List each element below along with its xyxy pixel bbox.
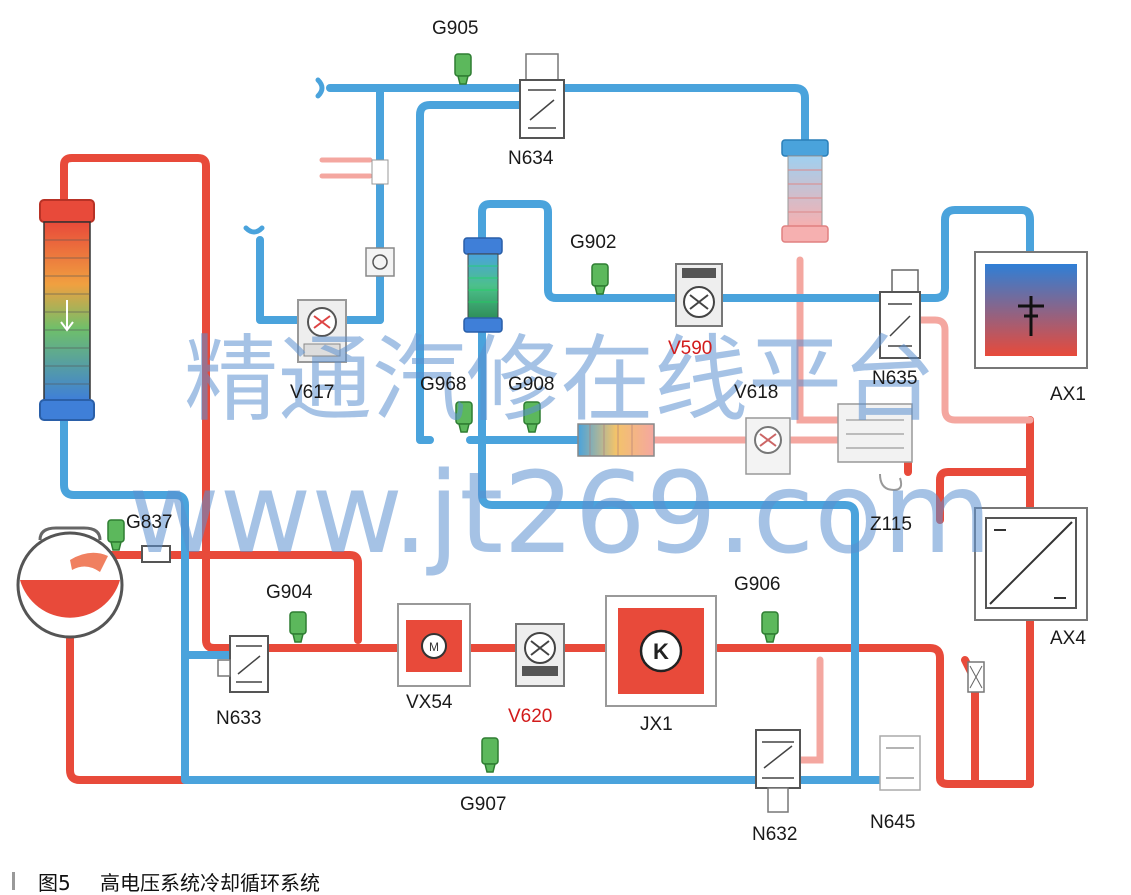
n645-valve bbox=[879, 735, 921, 791]
v617-pump bbox=[297, 299, 347, 363]
label-z115: Z115 bbox=[870, 514, 912, 535]
label-vx54: VX54 bbox=[406, 692, 453, 713]
cold-pipes bbox=[60, 84, 1034, 784]
g904-sensor bbox=[289, 611, 307, 643]
label-v617: V617 bbox=[290, 382, 334, 403]
label-g968: G968 bbox=[420, 374, 466, 395]
hose-stubs bbox=[243, 77, 373, 235]
label-n645: N645 bbox=[870, 812, 915, 833]
figure-caption: 图5 高电压系统冷却循环系统 bbox=[12, 871, 320, 895]
label-n632: N632 bbox=[752, 824, 797, 845]
caption-figure-number: 图5 bbox=[38, 871, 71, 895]
v618-heat-exchanger bbox=[577, 417, 791, 475]
label-g906: G906 bbox=[734, 574, 780, 595]
label-g908: G908 bbox=[508, 374, 554, 395]
vx54-pump: M bbox=[397, 603, 471, 687]
g908-sensor bbox=[523, 401, 541, 433]
inline-check-valve bbox=[967, 661, 985, 693]
svg-text:M: M bbox=[429, 640, 439, 654]
label-n635: N635 bbox=[872, 368, 917, 389]
label-ax1: AX1 bbox=[1050, 384, 1086, 405]
label-n633: N633 bbox=[216, 708, 261, 729]
label-g907: G907 bbox=[460, 794, 506, 815]
g902-sensor bbox=[591, 263, 609, 295]
left-radiator bbox=[39, 199, 95, 421]
warm-pipes bbox=[648, 256, 1034, 764]
n634-valve bbox=[519, 53, 565, 139]
v620-pump bbox=[515, 623, 565, 687]
z115-heater bbox=[837, 403, 913, 492]
n632-valve bbox=[755, 729, 801, 813]
g906-sensor bbox=[761, 611, 779, 643]
label-g904: G904 bbox=[266, 582, 313, 603]
label-g905: G905 bbox=[432, 18, 478, 39]
n635-valve bbox=[879, 269, 921, 359]
expansion-tank bbox=[16, 526, 171, 639]
svg-text:K: K bbox=[653, 639, 669, 664]
watermark-url: www.jt269.com bbox=[128, 449, 992, 579]
v590-pump bbox=[675, 263, 723, 327]
green-radiator bbox=[463, 237, 503, 333]
n633-valve bbox=[217, 635, 269, 693]
label-v618: V618 bbox=[734, 382, 778, 403]
label-g902: G902 bbox=[570, 232, 616, 253]
temperature-sensors bbox=[107, 53, 779, 773]
label-g837: G837 bbox=[126, 512, 172, 533]
small-valve-top bbox=[365, 159, 395, 277]
label-jx1: JX1 bbox=[640, 714, 673, 735]
ax4-inverter bbox=[974, 507, 1088, 621]
watermark-chinese: 精通汽修在线平台 bbox=[184, 326, 936, 435]
chiller-radiator bbox=[781, 139, 829, 243]
g907-sensor bbox=[481, 737, 499, 773]
component-labels: G905 N634 G902 V590 N635 AX1 V617 G968 G… bbox=[126, 18, 1086, 845]
caption-title: 高电压系统冷却循环系统 bbox=[100, 871, 320, 895]
label-v590: V590 bbox=[668, 338, 712, 359]
g968-sensor bbox=[455, 401, 473, 433]
ax1-battery bbox=[974, 251, 1088, 369]
label-n634: N634 bbox=[508, 148, 554, 169]
g837-sensor bbox=[107, 519, 125, 551]
label-ax4: AX4 bbox=[1050, 628, 1086, 649]
label-v620: V620 bbox=[508, 706, 552, 727]
g905-sensor bbox=[454, 53, 472, 85]
jx1-motor: K bbox=[605, 595, 717, 707]
